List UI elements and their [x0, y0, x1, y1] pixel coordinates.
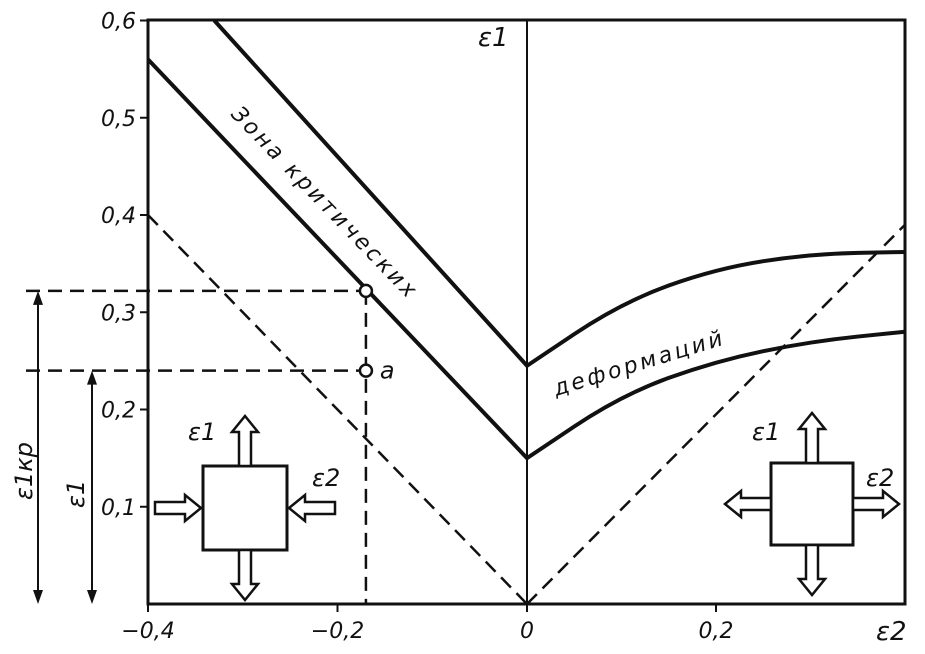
dim-eps1-arrow-top [87, 370, 97, 385]
dim-eps1-crit-arrow-top [33, 290, 43, 305]
inset-right-label-eps1: ε1 [752, 418, 780, 446]
inset-left-label-eps2: ε2 [312, 464, 340, 492]
series-line-3 [147, 214, 528, 605]
data-point-label: a [380, 357, 395, 385]
zone-label-left: Зона критических [226, 102, 423, 305]
y-axis-title: ε1 [478, 23, 509, 53]
y-tick-label: 0,2 [101, 399, 136, 424]
x-tick-label: −0,4 [121, 619, 174, 644]
y-tick-label: 0,3 [101, 301, 136, 326]
inset-right-arrow-left [723, 488, 773, 520]
dim-label-eps1-crit: ε1кр [10, 442, 38, 500]
inset-right-arrow-down [796, 543, 828, 597]
y-tick-label: 0,4 [101, 204, 136, 229]
data-point-1 [358, 283, 374, 299]
inset-right-arrow-up [796, 411, 828, 465]
x-tick-label: 0 [520, 619, 534, 644]
series-line-4 [526, 223, 906, 605]
x-axis-title: ε2 [876, 617, 907, 647]
x-tick-label: −0,2 [311, 619, 364, 644]
inset-left-arrow-down [229, 548, 261, 602]
y-tick-label: 0,6 [101, 10, 136, 35]
y-tick-label: 0,5 [101, 107, 136, 132]
inset-left-arrow-right [287, 492, 337, 524]
inset-left-arrow-up [229, 414, 261, 468]
inset-left-label-eps1: ε1 [188, 418, 216, 446]
series-line-2 [146, 58, 906, 461]
dim-label-eps1: ε1 [62, 480, 90, 508]
inset-left-arrow-left [153, 492, 203, 524]
dim-eps1-crit-arrow-bottom [33, 590, 43, 604]
x-tick-label: 0,2 [699, 619, 734, 644]
data-point-2 [358, 363, 374, 378]
series-line-1 [212, 19, 906, 369]
dim-eps1-arrow-bottom [87, 590, 97, 604]
inset-right-label-eps2: ε2 [866, 464, 894, 492]
inset-left-square [201, 464, 289, 552]
y-tick-label: 0,1 [101, 496, 136, 521]
inset-right-square [769, 461, 855, 547]
inset-right-arrow-right [851, 488, 901, 520]
